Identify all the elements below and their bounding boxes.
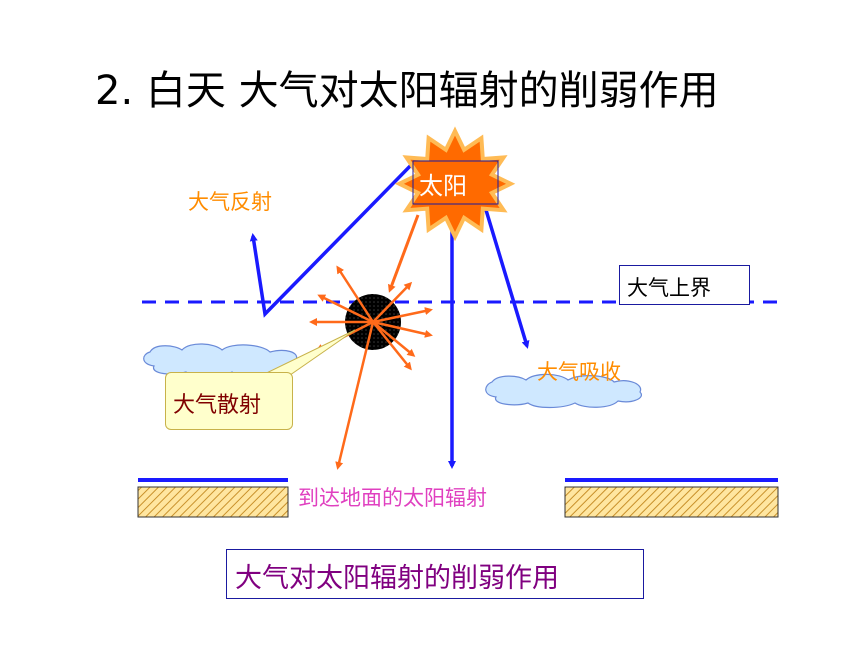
sun-label-box <box>412 160 499 205</box>
reflection-ray <box>249 156 420 318</box>
sun-label: 太阳 <box>419 172 467 200</box>
ground-hatch-left <box>137 486 289 518</box>
absorption-ray <box>484 209 530 349</box>
page-title: 2. 白天 大气对太阳辐射的削弱作用 <box>95 68 719 114</box>
atmosphere-top-label: 大气上界 <box>627 276 711 300</box>
sun-icon <box>394 126 516 242</box>
cloud-right <box>485 373 642 409</box>
ground-hatch-right <box>564 486 779 518</box>
atmosphere-top-label-box <box>619 265 750 305</box>
caption: 大气对太阳辐射的削弱作用 <box>235 563 559 594</box>
absorption-label: 大气吸收 <box>537 360 621 384</box>
sun-to-particle-ray <box>388 214 420 293</box>
scattering-label: 大气散射 <box>173 393 262 418</box>
caption-box <box>226 549 644 599</box>
ground-radiation-label: 到达地面的太阳辐射 <box>298 486 487 510</box>
reflection-label: 大气反射 <box>188 190 272 214</box>
scattering-label-box <box>165 372 293 430</box>
